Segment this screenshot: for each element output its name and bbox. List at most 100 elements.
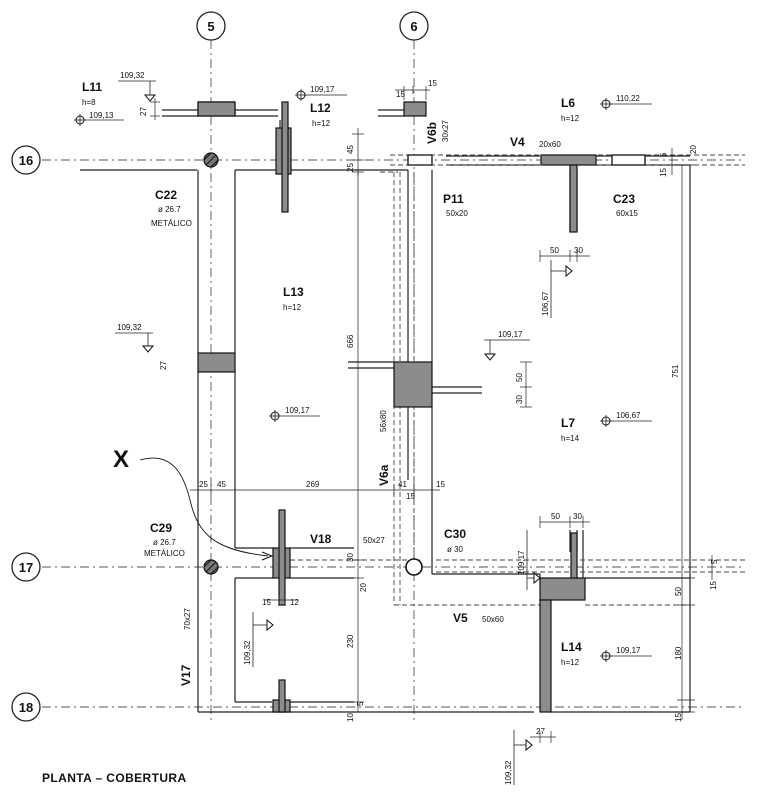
dimension-values: 15 15 27 45 25 5 20 15 50 30 27 666 751 … [139,79,719,736]
slab-L14: L14 h=12 [561,640,582,667]
slab-outlines [80,109,691,713]
dim-666: 666 [346,334,355,348]
c23-name: C23 [613,192,635,206]
axis-bubble-17: 17 [11,552,41,582]
beam-V6b-size: 30x27 [441,120,450,142]
axis-label-16: 16 [19,153,33,168]
level-l13-value: 109,17 [285,406,310,415]
p11-size: 50x20 [446,209,468,218]
c29-metal-column [203,559,219,575]
slab-L11-name: L11 [82,80,102,94]
dim-25a: 25 [346,163,355,172]
level-l12-value: 109,17 [310,85,335,94]
slab-L14-h: h=12 [561,658,580,667]
slab-L7: L7 h=14 [561,416,580,443]
slab-L7-h: h=14 [561,434,580,443]
slab-L11-h: h=8 [82,98,96,107]
c22-material: METÁLICO [151,219,192,228]
drawing-title: PLANTA – COBERTURA [42,771,187,785]
column-P11-label: P11 50x20 [443,192,468,218]
dim-751: 751 [671,364,680,378]
dim-30a: 30 [574,246,583,255]
level-l14-value: 109,17 [616,646,641,655]
c30-dia: ø 30 [447,545,464,554]
dim-15h: 15 [674,713,683,722]
slab-L6-name: L6 [561,96,575,110]
dim-15e: 15 [436,480,445,489]
dim-50a: 50 [550,246,559,255]
dim-15d: 15 [406,492,415,501]
dim-50b: 50 [515,373,524,382]
dim-25b: 25 [199,480,208,489]
axis-label-5: 5 [207,19,214,34]
dim-15g: 15 [262,598,271,607]
hidden-beam-lines [290,154,745,606]
c29-material: METÁLICO [144,549,185,558]
level-marker-p11-below: 106,67 [541,260,573,318]
dim-45: 45 [346,145,355,154]
dim-15f: 15 [709,581,718,590]
dim-269: 269 [306,480,320,489]
column-C23-label: C23 60x15 [613,192,638,218]
level-marker-l13-left: 109,32 [115,323,155,353]
slab-L13-h: h=12 [283,303,302,312]
level-marker-v17-side: 109,32 [243,612,274,667]
dim-27b: 27 [159,361,168,370]
slab-L6: L6 h=12 [561,96,580,123]
c29-name: C29 [150,521,172,535]
dim-30d: 30 [346,553,355,562]
beam-V18-name: V18 [310,532,332,546]
p11-column [407,154,433,166]
dim-41: 41 [398,480,407,489]
level-c30-side-value: 109,17 [517,550,526,575]
beam-V17-size: 70x27 [183,608,192,630]
beam-V6a-name: V6a [377,464,391,486]
axis-label-6: 6 [410,19,417,34]
c30-name: C30 [444,527,466,541]
slab-L6-h: h=12 [561,114,580,123]
level-bottom-value: 109,32 [504,760,513,785]
level-l6-value: 110,22 [616,94,640,103]
dim-30b: 30 [515,395,524,404]
level-marker-l7: 106,67 [600,411,652,427]
dim-10: 10 [346,713,355,722]
level-marker-l14: 109,17 [600,646,652,662]
level-p11-below-value: 106,67 [541,291,550,316]
level-l7-value: 106,67 [616,411,641,420]
level-l11-value: 109,13 [89,111,114,120]
dim-27a: 27 [139,107,148,116]
c23-size: 60x15 [616,209,638,218]
level-marker-l13: 109,17 [269,406,320,422]
axis-bubble-18: 18 [11,692,41,722]
level-l11-top-value: 109,32 [120,71,145,80]
dim-5b: 5 [710,559,719,564]
axis-label-17: 17 [19,560,33,575]
level-l13-left-value: 109,32 [117,323,142,332]
level-marker-v6a: 109,17 [483,330,530,361]
c30-column [405,558,423,576]
level-marker-l12: 109,17 [295,85,347,101]
beam-V4-name: V4 [510,135,525,149]
dim-20a: 20 [689,145,698,154]
axis-label-18: 18 [19,700,33,715]
beam-V6b-name: V6b [425,122,439,144]
level-marker-c30-side: 109,17 [517,530,541,590]
dim-27c: 27 [536,727,545,736]
column-C30-label: C30 ø 30 [444,527,466,554]
slab-L13: L13 h=12 [283,285,304,312]
dim-5c: 5 [356,701,365,706]
level-v6a-value: 109,17 [498,330,523,339]
slab-L12-h: h=12 [312,119,331,128]
beam-V5-name: V5 [453,611,468,625]
dim-180: 180 [674,646,683,660]
dim-50d: 50 [674,587,683,596]
level-v17-side-value: 109,32 [243,640,252,665]
detail-x-marker: X [113,446,274,561]
concrete-sections [197,101,597,713]
dim-15b: 15 [428,79,437,88]
beam-V5-size: 50x60 [482,615,504,624]
c22-metal-column [203,152,219,168]
slab-L12: L12 h=12 [310,101,331,128]
dim-5a: 5 [659,152,668,157]
beam-V17-name: V17 [179,664,193,686]
